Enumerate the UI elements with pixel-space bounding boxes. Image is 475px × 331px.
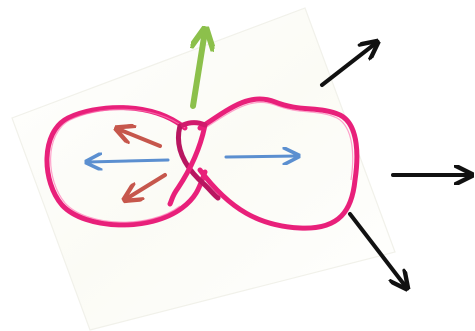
blue-arrow-left — [88, 160, 170, 162]
green-up-arrow — [190, 31, 205, 109]
figure-eight-loop — [44, 96, 360, 231]
loop-crossing — [167, 120, 221, 207]
red-arrow-lower-left — [126, 173, 167, 199]
black-arrow-upper-right — [320, 43, 376, 87]
left-lobe — [44, 105, 208, 228]
red-arrow-upper-left — [118, 129, 162, 148]
blue-arrow-right — [224, 156, 297, 157]
black-arrow-lower-right — [348, 212, 406, 287]
right-lobe — [197, 96, 360, 231]
